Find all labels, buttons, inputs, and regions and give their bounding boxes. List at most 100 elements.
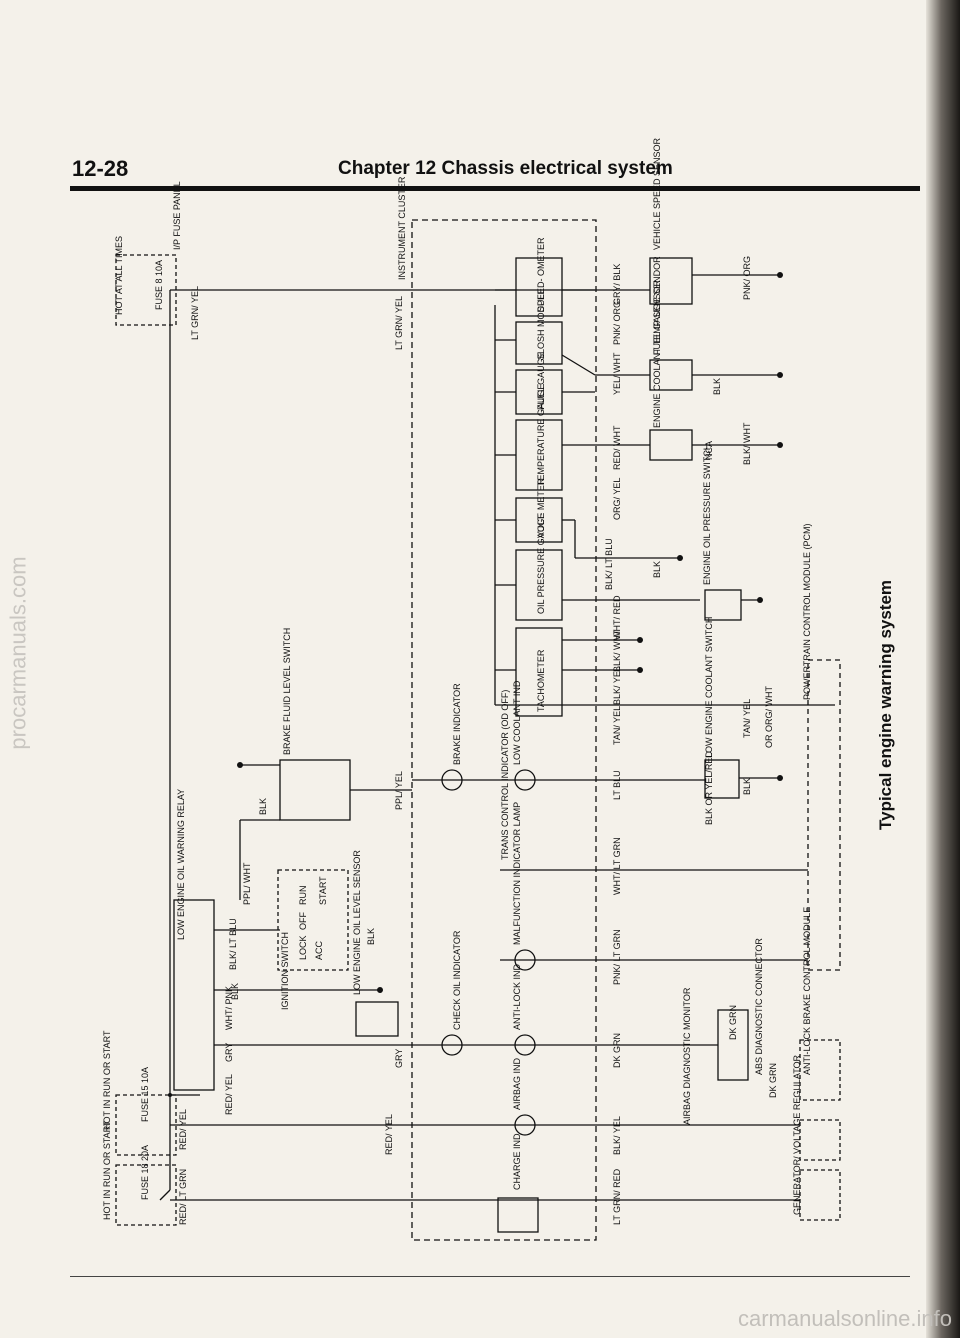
label-org-yel: ORG/ YEL <box>612 478 622 520</box>
label-lt-grn-yel-2: LT GRN/ YEL <box>394 296 404 350</box>
label-instrument-cluster: INSTRUMENT CLUSTER <box>397 176 407 280</box>
label-pnk-lt-grn: PNK/ LT GRN <box>612 929 622 985</box>
label-red-wht: RED/ WHT <box>612 425 622 470</box>
fuse18-box <box>115 1164 177 1226</box>
label-airbag-ind: AIRBAG IND <box>512 1057 522 1110</box>
label-acc: ACC <box>314 940 324 960</box>
label-anti-lock-ind: ANTI-LOCK IND <box>512 963 522 1030</box>
label-ppl-wht: PPL/ WHT <box>242 862 252 905</box>
label-low-oil-relay: LOW ENGINE OIL WARNING RELAY <box>176 789 186 940</box>
label-wht-lt-grn: WHT/ LT GRN <box>612 837 622 895</box>
label-blk-lt-blu: BLK/ LT BLU <box>228 918 238 970</box>
label-hot-run-start-2: HOT IN RUN OR START <box>102 1030 112 1130</box>
label-blk-wht-1: BLK/ WHT <box>742 422 752 465</box>
label-lt-grn-yel-1: LT GRN/ YEL <box>190 286 200 340</box>
label-wht-red: WHT/ RED <box>612 595 622 640</box>
label-abs-connector: ABS DIAGNOSTIC CONNECTOR <box>754 938 764 1075</box>
label-tachometer: TACHOMETER <box>536 649 546 712</box>
label-fuel-gauge: FUEL GAUGE <box>536 352 546 410</box>
fuse15-box <box>115 1094 177 1156</box>
low-oil-relay-box <box>173 899 215 1091</box>
label-yel-wht: YEL/ WHT <box>612 352 622 395</box>
label-trans-control: TRANS CONTROL INDICATOR (OD OFF) <box>500 690 510 860</box>
label-airbag-monitor: AIRBAG DIAGNOSTIC MONITOR <box>682 987 692 1125</box>
ignition-switch-box <box>277 869 349 971</box>
label-blk-wht-2: BLK/ WHT <box>612 629 622 672</box>
abs-module-box <box>799 1039 841 1101</box>
airbag-monitor-box <box>799 1119 841 1161</box>
label-check-oil: CHECK OIL INDICATOR <box>452 930 462 1030</box>
charge-indicator-box <box>497 1197 539 1233</box>
label-wht-pnk: WHT/ PNK <box>224 986 234 1030</box>
brake-fluid-switch-box <box>279 759 351 821</box>
label-red-lt-grn: RED/ LT GRN <box>178 1169 188 1225</box>
low-coolant-switch-box <box>704 759 740 799</box>
label-generator: GENERATOR/ VOLTAGE REGULATOR <box>792 1054 802 1215</box>
label-off: OFF <box>298 912 308 930</box>
label-dk-grn-3: DK GRN <box>768 1063 778 1098</box>
label-dk-grn-1: DK GRN <box>612 1033 622 1068</box>
watermark-bottom: carmanualsonline.info <box>737 1306 952 1331</box>
label-brake-fluid-switch: BRAKE FLUID LEVEL SWITCH <box>282 628 292 755</box>
label-dk-grn-2: DK GRN <box>728 1005 738 1040</box>
label-low-coolant-switch: LOW ENGINE COOLANT SWITCH <box>704 617 714 758</box>
label-blk-6: BLK <box>742 778 752 795</box>
label-lt-grn-red: LT GRN/ RED <box>612 1168 622 1225</box>
label-abs-module: ANTI-LOCK BRAKE CONTROL MODULE <box>802 907 812 1075</box>
label-pnk-org-2: PNK/ ORG <box>742 256 752 300</box>
label-lt-blu: LT BLU <box>612 770 622 800</box>
label-lock: LOCK <box>298 935 308 960</box>
label-ignition-switch: IGNITION SWITCH <box>280 932 290 1010</box>
speedometer-box <box>515 257 563 317</box>
label-blk-yel-1: BLK/ YEL <box>612 666 622 705</box>
label-hot-run-start-1: HOT IN RUN OR START <box>102 1120 112 1220</box>
label-ppl-yel: PPL/ YEL <box>394 771 404 810</box>
label-oil-pressure-gauge: OIL PRESSURE GAUGE <box>536 513 546 614</box>
coolant-temp-box <box>649 429 693 461</box>
label-tan-yel-1: TAN/ YEL <box>612 706 622 745</box>
label-blk-yel-2: BLK/ YEL <box>612 1116 622 1155</box>
instrument-cluster-box <box>411 219 597 1241</box>
label-blk-3: BLK <box>366 928 376 945</box>
label-red-yel-3: RED/ YEL <box>384 1114 394 1155</box>
book-spine-shadow <box>926 0 960 1338</box>
page-number: 12-28 <box>72 156 129 181</box>
label-start: START <box>318 876 328 905</box>
label-run: RUN <box>298 886 308 906</box>
footer-rule <box>70 1276 910 1277</box>
label-coolant-temp: ENGINE COOLANT TEMP SENSOR <box>652 279 662 428</box>
slosh-module-box <box>515 321 563 365</box>
label-slosh-module: SLOSH MODULE <box>536 288 546 360</box>
pcm-box <box>807 659 841 971</box>
label-gry-1: GRY <box>224 1043 234 1062</box>
label-gry-blk: GRY/ BLK <box>612 264 622 305</box>
label-or-org-wht: OR ORG/ WHT <box>764 686 774 748</box>
label-pcm: POWERTRAIN CONTROL MODULE (PCM) <box>802 523 812 700</box>
label-voltmeter: VOLT- METER <box>536 478 546 538</box>
label-blk-5: BLK <box>652 561 662 578</box>
label-hot-all-times: HOT AT ALL TIMES <box>114 236 124 315</box>
label-fuse18: FUSE 18 20A <box>140 1145 150 1200</box>
label-fuel-sender: FUEL GAUGE SENDOR <box>652 256 662 355</box>
label-temperature-gauge: TEMPERATURE GAUGE <box>536 384 546 486</box>
oil-level-sensor-box <box>355 1001 399 1037</box>
generator-box <box>799 1169 841 1221</box>
label-blk-1: BLK <box>230 983 240 1000</box>
header-rule <box>70 186 920 191</box>
label-ip-fuse-panel: I/P FUSE PANEL <box>172 181 182 250</box>
oil-pressure-switch-box <box>704 589 742 621</box>
label-blk-2: BLK <box>258 798 268 815</box>
label-charge-ind: CHARGE IND <box>512 1133 522 1190</box>
label-speedometer: SPEED- OMETER <box>536 237 546 312</box>
label-low-oil-level: LOW ENGINE OIL LEVEL SENSOR <box>352 850 362 995</box>
label-malfunction: MALFUNCTION INDICATOR LAMP <box>512 802 522 945</box>
label-gry-2: GRY <box>394 1049 404 1068</box>
label-vss: VEHICLE SPEED SENSOR <box>652 137 662 250</box>
label-nca: NCA <box>704 441 714 460</box>
chapter-title: Chapter 12 Chassis electrical system <box>338 158 673 179</box>
label-blk-4: BLK <box>712 378 722 395</box>
label-fuse8: FUSE 8 10A <box>154 260 164 310</box>
label-oil-pressure-switch: ENGINE OIL PRESSURE SWITCH <box>702 444 712 585</box>
fuse-panel-box <box>115 254 177 326</box>
